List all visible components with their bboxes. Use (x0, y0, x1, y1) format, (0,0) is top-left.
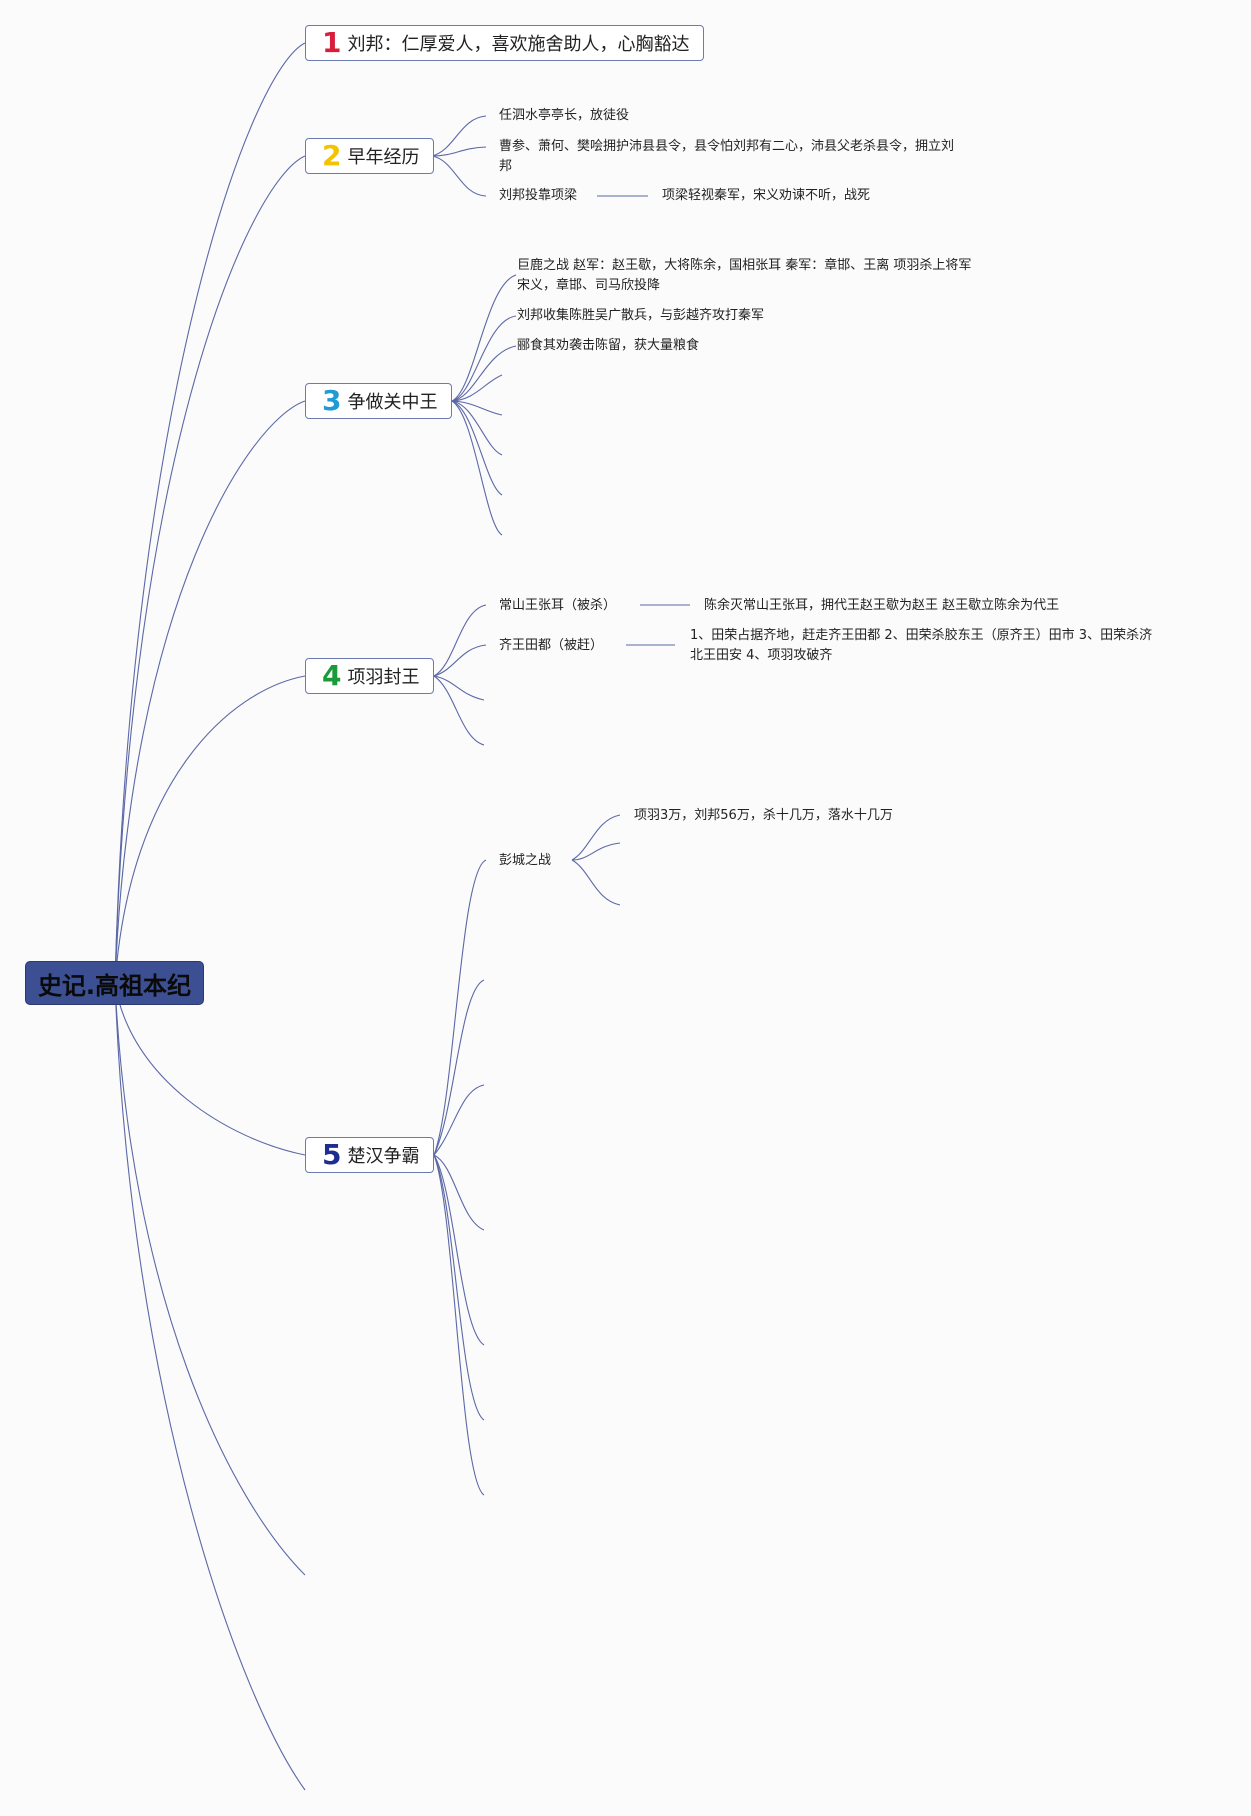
number-3: 3 (322, 384, 342, 417)
leaf-pengcheng-detail[interactable]: 项羽3万，刘邦56万，杀十几万，落水十几万 (634, 808, 893, 823)
leaf-pengcheng[interactable]: 彭城之战 (499, 853, 552, 868)
root-title: 史记.高祖本纪 (37, 971, 192, 1000)
leaf-early-2[interactable]: 曹参、萧何、樊哙拥护沛县县令，县令怕刘邦有二心，沛县父老杀县令，拥立刘 (499, 139, 955, 154)
leaf-early-3[interactable]: 刘邦投靠项梁 (499, 188, 578, 203)
topic-2-label: 早年经历 (347, 147, 420, 168)
leaf-early-3-child[interactable]: 项梁轻视秦军，宋义劝谏不听，战死 (662, 188, 871, 203)
topic-1-label: 刘邦：仁厚爱人，喜欢施舍助人，心胸豁达 (347, 34, 690, 55)
leaf-julu-2[interactable]: 宋义，章邯、司马欣投降 (517, 278, 661, 293)
leaf-qiwang-child-2[interactable]: 北王田安 4、项羽攻破齐 (690, 648, 833, 663)
root-topic[interactable]: 史记.高祖本纪 (25, 961, 204, 1005)
leaf-guanzhong-3[interactable]: 郦食其劝袭击陈留，获大量粮食 (517, 338, 700, 353)
leaf-qiwang-child-1[interactable]: 1、田荣占据齐地，赶走齐王田都 2、田荣杀胶东王（原齐王）田市 3、田荣杀济 (690, 628, 1153, 643)
leaf-qiwang[interactable]: 齐王田都（被赶） (499, 638, 604, 653)
topic-5[interactable]: 5 楚汉争霸 (305, 1137, 434, 1173)
topic-1[interactable]: 1 刘邦：仁厚爱人，喜欢施舍助人，心胸豁达 (305, 25, 704, 61)
topic-2[interactable]: 2 早年经历 (305, 138, 434, 174)
topic-4-label: 项羽封王 (347, 667, 420, 688)
leaf-early-2b[interactable]: 邦 (499, 159, 513, 174)
topic-5-label: 楚汉争霸 (347, 1146, 420, 1167)
leaf-early-1[interactable]: 任泗水亭亭长，放徒役 (499, 108, 630, 123)
number-4: 4 (322, 659, 342, 692)
topic-3[interactable]: 3 争做关中王 (305, 383, 452, 419)
number-5: 5 (322, 1138, 342, 1171)
leaf-changshan-child[interactable]: 陈余灭常山王张耳，拥代王赵王歇为赵王 赵王歇立陈余为代王 (704, 598, 1060, 613)
leaf-guanzhong-2[interactable]: 刘邦收集陈胜吴广散兵，与彭越齐攻打秦军 (517, 308, 765, 323)
leaf-julu-1[interactable]: 巨鹿之战 赵军：赵王歇，大将陈余，国相张耳 秦军：章邯、王离 项羽杀上将军 (517, 258, 972, 273)
number-2: 2 (322, 139, 342, 172)
leaf-changshan[interactable]: 常山王张耳（被杀） (499, 598, 617, 613)
topic-3-label: 争做关中王 (347, 392, 438, 413)
topic-4[interactable]: 4 项羽封王 (305, 658, 434, 694)
number-1: 1 (322, 26, 342, 59)
